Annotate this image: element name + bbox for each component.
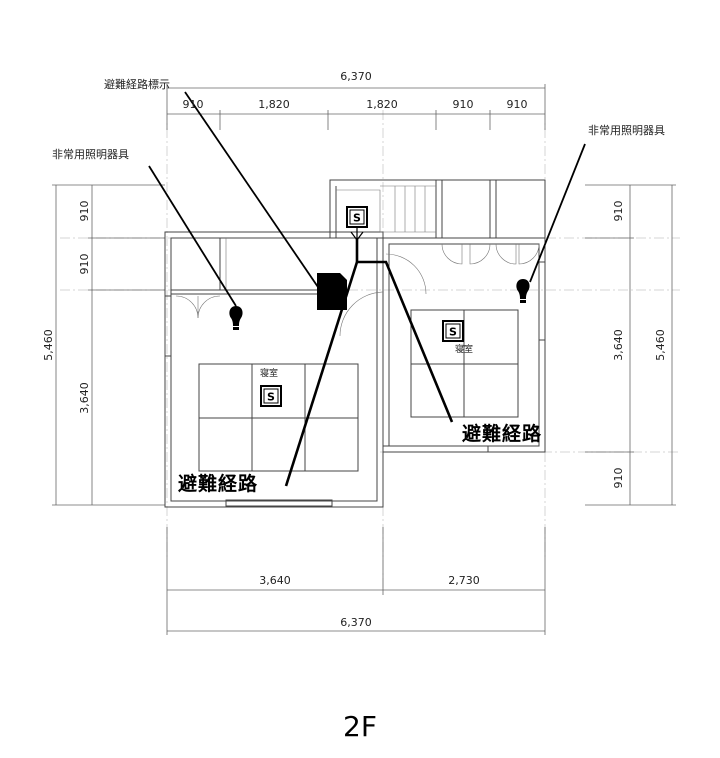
evacuation-sign-marker bbox=[317, 273, 347, 310]
light-annotation-label-left: 非常用照明器具 bbox=[52, 148, 129, 161]
dim-right-seg-2: 3,640 bbox=[612, 329, 625, 361]
dim-top-total: 6,370 bbox=[340, 70, 372, 83]
light-annotation-label-right: 非常用照明器具 bbox=[588, 124, 665, 137]
dim-bottom-total: 6,370 bbox=[340, 616, 372, 629]
dim-left-total: 5,460 bbox=[42, 329, 55, 361]
dim-right-total: 5,460 bbox=[654, 329, 667, 361]
room-label-right: 寝室 bbox=[455, 343, 473, 355]
light-bulb-icon bbox=[516, 279, 530, 303]
dim-left-seg-2: 910 bbox=[78, 254, 91, 275]
dim-top-seg-1: 910 bbox=[183, 98, 204, 111]
sign-glyph-right: S bbox=[449, 326, 457, 339]
top-dimensions bbox=[166, 84, 546, 130]
evacuation-route-lines bbox=[284, 226, 454, 487]
evacuation-route-label-left: 避難経路 bbox=[178, 472, 258, 495]
dim-top-seg-5: 910 bbox=[507, 98, 528, 111]
sign-glyph-top: S bbox=[353, 212, 361, 225]
evacuation-route-label-right: 避難経路 bbox=[462, 422, 542, 445]
room-label-left: 寝室 bbox=[260, 367, 278, 379]
dim-right-seg-1: 910 bbox=[612, 201, 625, 222]
dim-left-seg-1: 910 bbox=[78, 201, 91, 222]
grid-lines bbox=[60, 110, 680, 590]
dim-top-seg-4: 910 bbox=[453, 98, 474, 111]
sign-annotation-label: 避難経路標示 bbox=[104, 77, 170, 91]
left-dimensions bbox=[52, 184, 165, 506]
dim-bottom-seg-2: 2,730 bbox=[448, 574, 480, 587]
sign-box-top: S bbox=[346, 206, 368, 228]
walls-right-room bbox=[329, 179, 546, 453]
dim-top-seg-2: 1,820 bbox=[258, 98, 290, 111]
right-dimensions bbox=[585, 184, 676, 506]
dim-left-seg-3: 3,640 bbox=[78, 382, 91, 414]
dim-top-seg-3: 1,820 bbox=[366, 98, 398, 111]
leader-lines bbox=[148, 91, 586, 307]
light-bulb-icon bbox=[229, 306, 243, 330]
sign-box-right-room: S bbox=[442, 320, 464, 342]
sign-glyph-left: S bbox=[267, 391, 275, 404]
bottom-dimensions bbox=[166, 527, 546, 635]
floor-label: 2F bbox=[343, 710, 377, 743]
tatami-left bbox=[198, 363, 359, 472]
dim-right-seg-3: 910 bbox=[612, 468, 625, 489]
sign-box-left-room: S bbox=[260, 385, 282, 407]
dim-bottom-seg-1: 3,640 bbox=[259, 574, 291, 587]
